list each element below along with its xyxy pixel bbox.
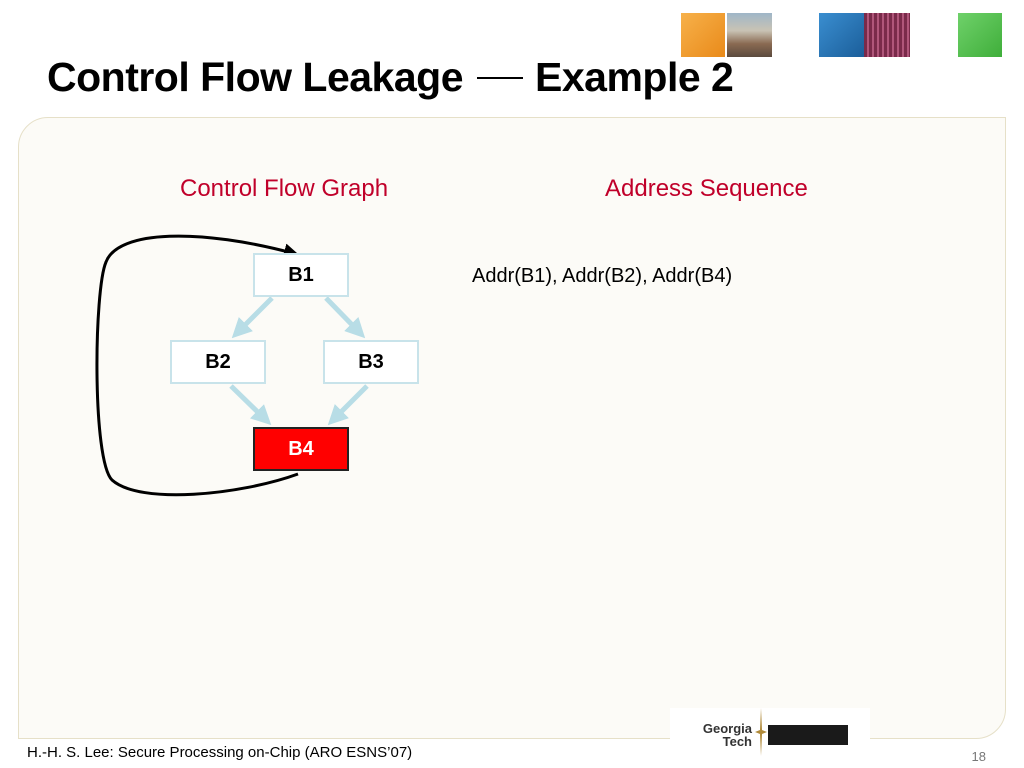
logo-line-2: Tech <box>722 734 752 749</box>
decorative-building-photo <box>727 13 772 57</box>
page-number: 18 <box>971 749 986 764</box>
logo-divider-icon <box>755 708 767 756</box>
slide-title: Control Flow Leakage Example 2 <box>47 54 734 101</box>
node-b4-highlighted: B4 <box>253 427 349 471</box>
logo-line-1: Georgia <box>702 721 752 736</box>
title-dash <box>477 77 523 80</box>
node-b3: B3 <box>323 340 419 384</box>
slide-title-sub: Example 2 <box>535 54 734 100</box>
mars-lab-logo <box>768 725 848 745</box>
decorative-green-square <box>958 13 1002 57</box>
node-b1: B1 <box>253 253 349 297</box>
decorative-blue-square <box>819 13 864 57</box>
address-sequence-text: Addr(B1), Addr(B2), Addr(B4) <box>472 265 733 287</box>
control-flow-graph-heading: Control Flow Graph <box>180 175 389 202</box>
content-panel <box>18 117 1006 739</box>
decorative-orange-square <box>681 13 725 57</box>
slide-title-main: Control Flow Leakage <box>47 54 464 100</box>
decorative-chip-photo <box>864 13 910 57</box>
georgia-tech-logo: Georgia Tech <box>688 722 752 748</box>
node-b2: B2 <box>170 340 266 384</box>
address-sequence-heading: Address Sequence <box>605 175 808 202</box>
slide-footer: H.-H. S. Lee: Secure Processing on-Chip … <box>27 744 413 761</box>
